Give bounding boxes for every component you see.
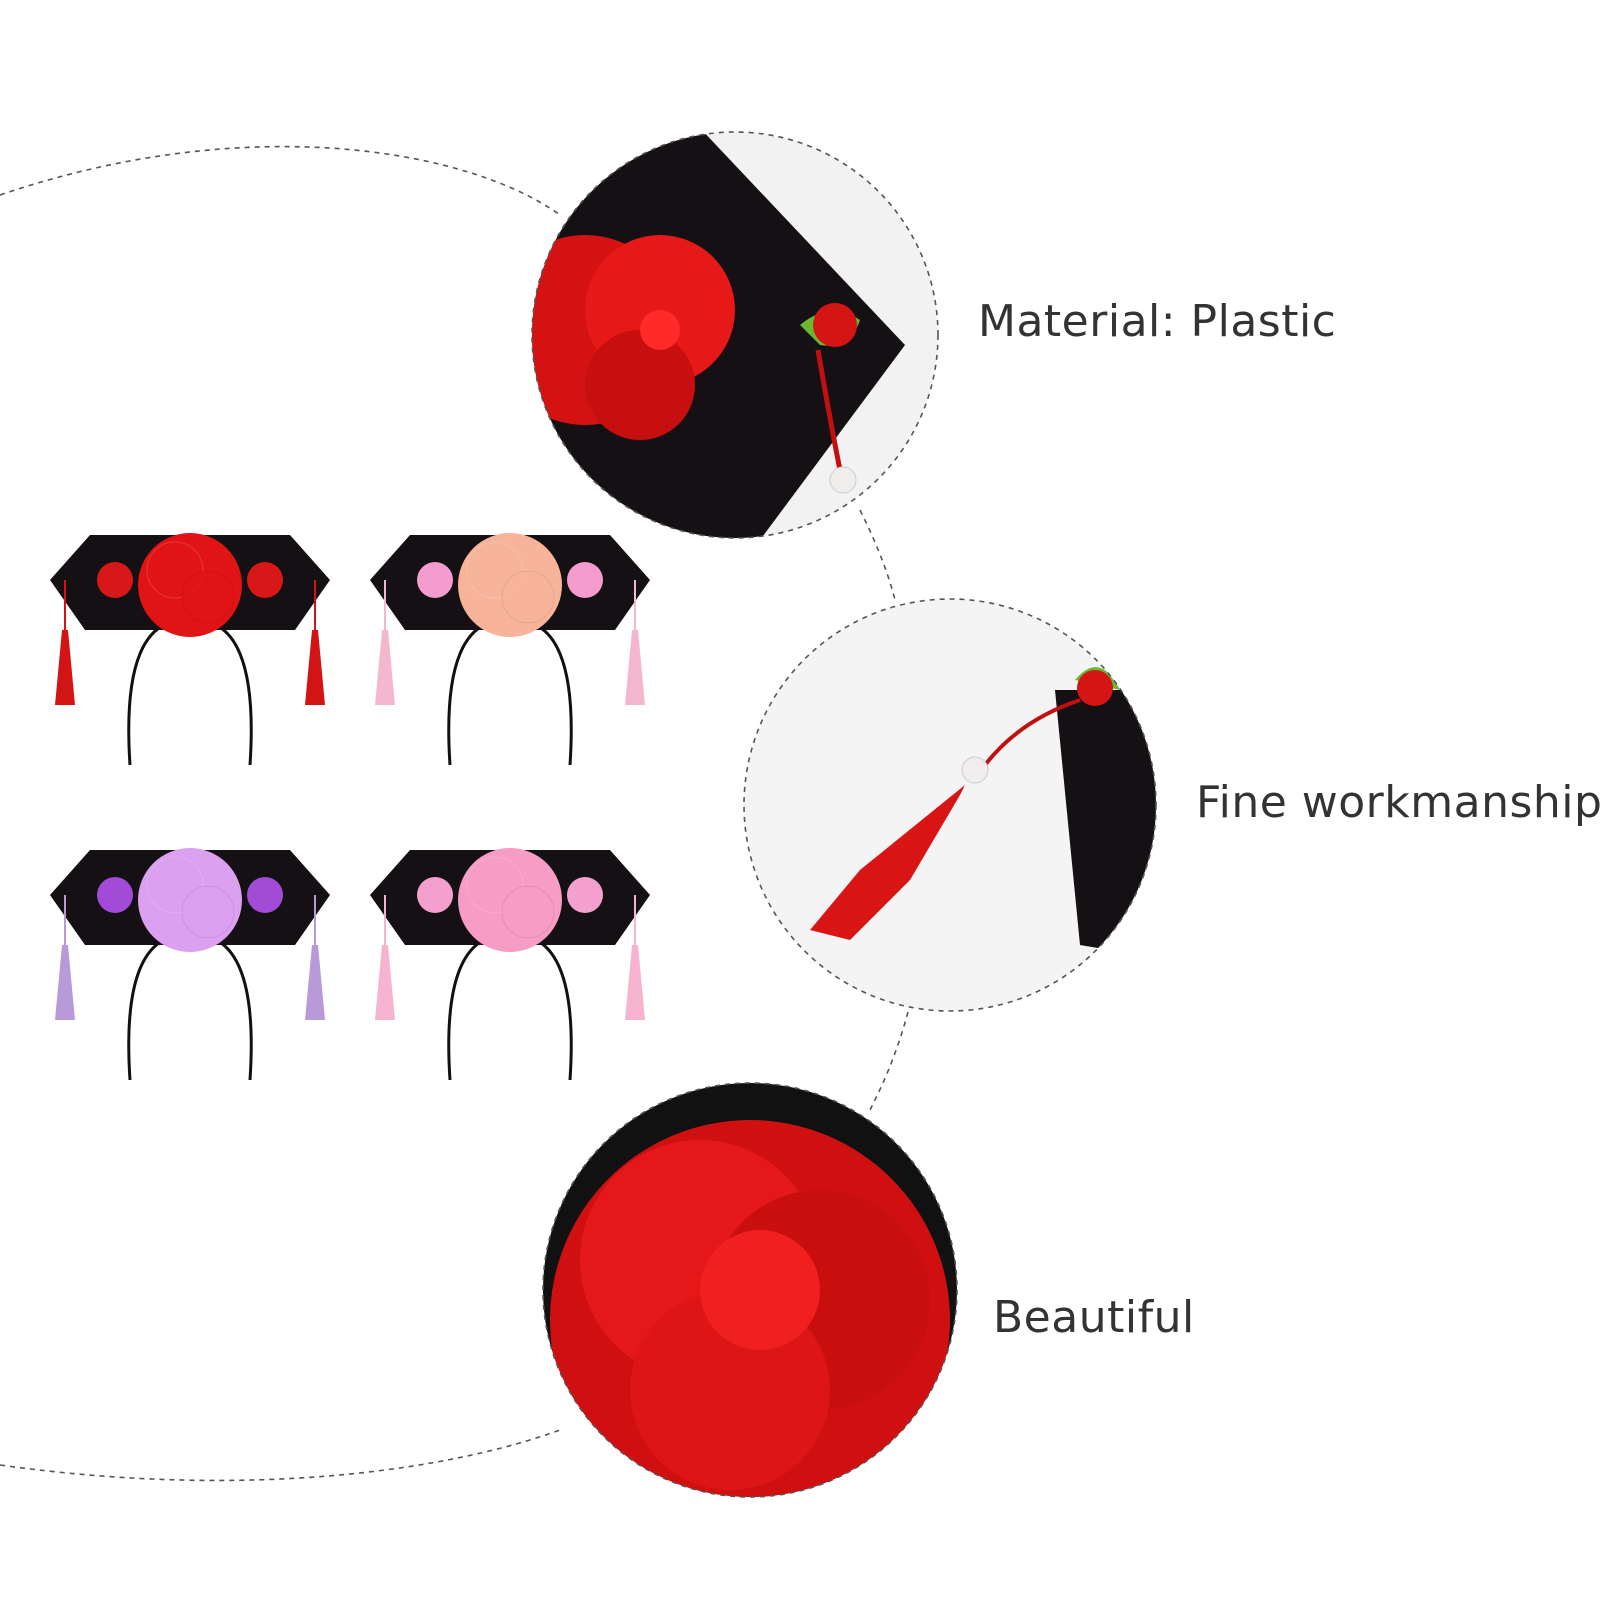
feature-caption-workmanship: Fine workmanship (1196, 777, 1600, 828)
detail-circle-1-outline (531, 131, 939, 539)
headband-grid (50, 533, 650, 1081)
dashed-arc-left (0, 145, 561, 216)
detail-circle-beautiful (543, 1083, 957, 1497)
headband-red (50, 533, 330, 766)
headband-purple (50, 848, 330, 1081)
dashed-connector-2 (869, 1011, 909, 1111)
feature-caption-material: Material: Plastic (978, 296, 1337, 347)
detail-circle-3-outline (542, 1082, 958, 1498)
detail-circle-2-outline (743, 598, 1157, 1012)
headband-pink (370, 848, 650, 1081)
detail-circle-material (532, 132, 938, 538)
dashed-connector-1 (859, 509, 896, 601)
dashed-arc-left-bottom (0, 1429, 561, 1482)
feature-caption-beautiful: Beautiful (993, 1292, 1195, 1343)
headband-peach-pink (370, 533, 650, 766)
detail-circle-workmanship (744, 599, 1156, 1011)
